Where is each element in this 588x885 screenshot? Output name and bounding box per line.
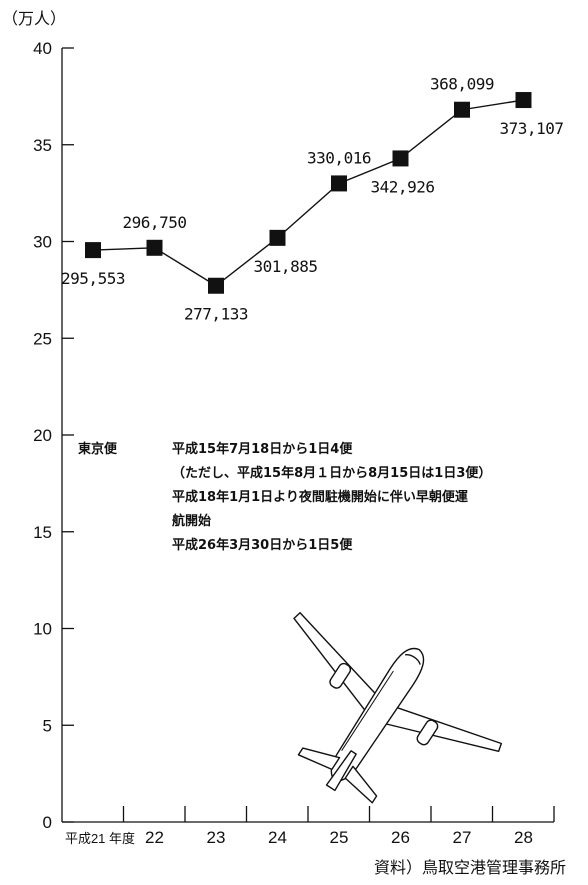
- x-tick-label: 27: [453, 828, 472, 847]
- data-point-marker: [331, 175, 347, 192]
- x-tick-label: 25: [330, 828, 349, 847]
- data-labels: 295,553 296,750 277,133 301,885 330,016342,9…: [61, 75, 564, 324]
- axes: 0 5 10 15 20 25 30 35 40 平成21 年度 22 23 24 25 26 27 28: [33, 39, 555, 847]
- y-tick-label: 40: [33, 39, 52, 58]
- x-tick-label: 平成21 年度: [65, 831, 135, 846]
- data-point-marker: [208, 277, 224, 294]
- x-tick-label: 24: [268, 828, 287, 847]
- data-label: 277,133: [184, 305, 248, 324]
- y-tick-label: 25: [33, 329, 52, 348]
- y-tick-label: 35: [33, 136, 52, 155]
- note-heading: 東京便: [78, 442, 118, 457]
- y-tick-label: 5: [43, 716, 52, 735]
- series-line: [85, 92, 532, 294]
- x-tick-label: 23: [207, 828, 226, 847]
- data-point-marker: [269, 229, 286, 246]
- note-lines: 平成15年7月18日から1日4便 （ただし、平成15年8月１日から8月15日は1…: [172, 438, 491, 558]
- y-unit-label: （万人）: [2, 9, 66, 28]
- data-point-marker: [146, 239, 163, 256]
- data-label: 295,553: [61, 269, 125, 288]
- airplane-icon: [293, 612, 503, 804]
- y-tick-label: 10: [33, 620, 52, 639]
- data-label: 342,926: [371, 177, 435, 196]
- note-line: 平成26年3月30日から1日5便: [172, 538, 353, 553]
- note-line: 平成15年7月18日から1日4便: [172, 442, 353, 457]
- series-polyline: [92, 99, 524, 287]
- y-tick-label: 20: [33, 426, 52, 445]
- x-tick-label: 22: [145, 828, 164, 847]
- x-tick-label: 26: [391, 828, 410, 847]
- data-label: 296,750: [123, 213, 187, 232]
- y-tick-label: 0: [43, 813, 52, 832]
- data-point-marker: [392, 150, 409, 167]
- x-tick-label: 28: [514, 828, 533, 847]
- data-label: 373,107: [500, 119, 564, 138]
- data-point-marker: [85, 242, 101, 259]
- data-point-marker: [454, 101, 470, 118]
- data-point-marker: [515, 92, 532, 109]
- data-label: 368,099: [430, 75, 494, 94]
- data-label: 301,885: [254, 257, 318, 276]
- y-tick-label: 30: [33, 233, 52, 252]
- data-label: 330,016: [307, 148, 371, 167]
- y-tick-label: 15: [33, 523, 52, 542]
- note-line: 航開始: [172, 514, 212, 529]
- note-line: （ただし、平成15年8月１日から8月15日は1日3便）: [172, 466, 492, 481]
- source-credit: 資料）鳥取空港管理事務所: [373, 858, 566, 877]
- note-line: 平成18年1月1日より夜間駐機開始に伴い早朝便運: [172, 490, 468, 505]
